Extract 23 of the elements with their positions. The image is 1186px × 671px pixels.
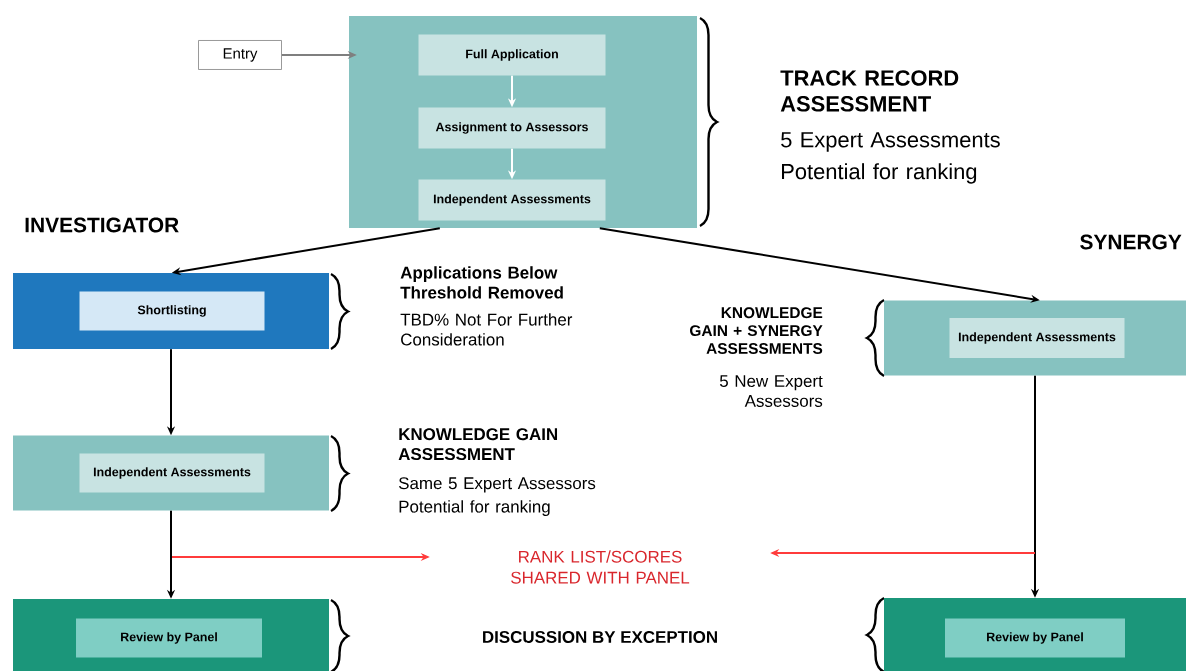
step-box: Independent Assessments: [418, 179, 606, 221]
step-box: Shortlisting: [79, 291, 265, 331]
annotation-heading: KNOWLEDGE GAIN + SYNERGY ASSESSMENTS: [690, 307, 823, 354]
annotation-text: Potential for ranking: [399, 500, 550, 516]
step-box: Assignment to Assessors: [418, 107, 606, 149]
step-box: Independent Assessments: [949, 318, 1125, 358]
section-heading: SYNERGY: [1080, 234, 1182, 250]
annotation-heading: Applications Below Threshold Removed: [400, 266, 563, 299]
step-box: Independent Assessments: [79, 453, 265, 493]
section-heading: INVESTIGATOR: [25, 217, 179, 233]
note-text: RANK LIST/SCORES SHARED WITH PANEL: [511, 550, 690, 584]
section-heading: DISCUSSION BY EXCEPTION: [483, 631, 717, 643]
annotation-text: TBD% Not For Further Consideration: [400, 313, 573, 346]
annotation-text: Same 5 Expert Assessors: [398, 477, 596, 493]
annotation-text: 5 Expert Assessments: [781, 132, 1000, 152]
step-box: Review by Panel: [76, 618, 262, 658]
annotation-heading: KNOWLEDGE GAIN ASSESSMENT: [398, 428, 557, 461]
step-box: Review by Panel: [945, 618, 1125, 658]
step-box: Full Application: [418, 34, 606, 76]
entry-box: Entry: [198, 40, 282, 70]
annotation-heading: TRACK RECORD ASSESSMENT: [780, 70, 959, 112]
annotation-text: 5 New Expert Assessors: [719, 375, 823, 407]
annotation-text: Potential for ranking: [782, 163, 977, 184]
